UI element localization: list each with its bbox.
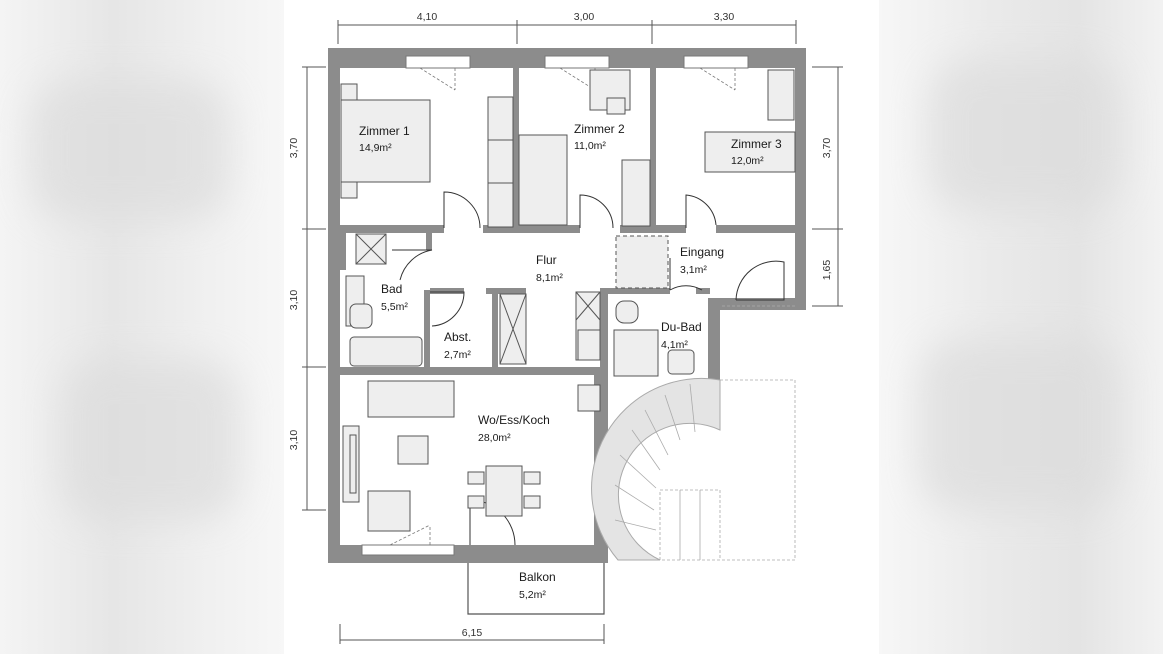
dim-left-1: 3,70 [288, 138, 300, 159]
blurred-background-right [879, 0, 1163, 654]
room-area-du-bad: 4,1m² [661, 339, 688, 351]
room-name-zimmer-3: Zimmer 3 [731, 137, 782, 151]
room-area-zimmer-1: 14,9m² [359, 142, 392, 154]
room-area-wo-ess-koch: 28,0m² [478, 432, 511, 444]
room-labels: Zimmer 1 14,9m² Zimmer 2 11,0m² Zimmer 3… [359, 122, 782, 601]
dim-top-1: 4,10 [417, 11, 438, 23]
room-name-wo-ess-koch: Wo/Ess/Koch [478, 413, 550, 427]
room-area-eingang: 3,1m² [680, 264, 707, 276]
dim-top-2: 3,00 [574, 11, 595, 23]
dim-left-3: 3,10 [288, 430, 300, 451]
room-name-bad: Bad [381, 282, 402, 296]
room-name-du-bad: Du-Bad [661, 320, 702, 334]
dim-right-1: 3,70 [821, 138, 833, 159]
room-name-balkon: Balkon [519, 570, 556, 584]
dim-left-2: 3,10 [288, 290, 300, 311]
staircase [591, 305, 796, 561]
dim-right-2: 1,65 [821, 260, 833, 281]
room-name-zimmer-1: Zimmer 1 [359, 124, 410, 138]
windows [361, 55, 749, 556]
room-area-abst: 2,7m² [444, 349, 471, 361]
dimension-lines [302, 20, 843, 644]
room-area-balkon: 5,2m² [519, 589, 546, 601]
room-area-flur: 8,1m² [536, 272, 563, 284]
dim-top-3: 3,30 [714, 11, 735, 23]
room-name-flur: Flur [536, 253, 557, 267]
room-name-eingang: Eingang [680, 245, 724, 259]
interior-walls [340, 68, 795, 375]
furniture [340, 69, 796, 532]
room-area-bad: 5,5m² [381, 301, 408, 313]
room-area-zimmer-2: 11,0m² [574, 140, 606, 152]
dim-bottom: 6,15 [462, 627, 483, 639]
balcony-outline [467, 563, 605, 615]
blurred-background-left [0, 0, 284, 654]
room-name-zimmer-2: Zimmer 2 [574, 122, 625, 136]
room-area-zimmer-3: 12,0m² [731, 155, 764, 167]
room-name-abst: Abst. [444, 330, 471, 344]
